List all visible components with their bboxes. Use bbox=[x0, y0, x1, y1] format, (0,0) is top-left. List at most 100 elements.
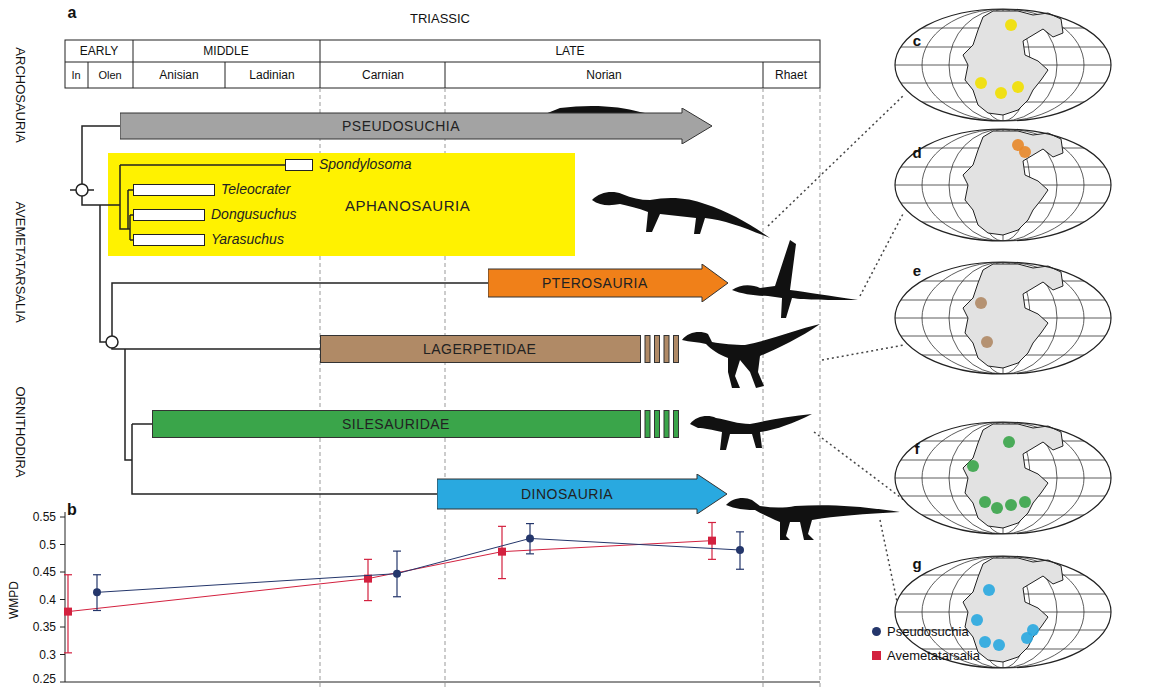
clade-range-bar: SILESAURIDAE bbox=[152, 410, 682, 438]
tick-label: 0.3 bbox=[39, 648, 56, 662]
error-cap bbox=[393, 596, 401, 597]
legend-entry: Pseudosuchia bbox=[872, 624, 969, 639]
uncertain-range bbox=[674, 336, 679, 363]
stage-label: Carnian bbox=[362, 68, 404, 82]
error-cap bbox=[736, 569, 744, 570]
clade-name: ARCHOSAURIA bbox=[13, 47, 28, 142]
clade-label: PTEROSAURIA bbox=[542, 275, 648, 291]
series-line bbox=[68, 541, 712, 612]
locality-dot bbox=[1003, 436, 1015, 448]
tick-label: 0.55 bbox=[33, 510, 56, 524]
data-point bbox=[93, 588, 101, 596]
error-cap bbox=[498, 578, 506, 579]
error-cap bbox=[708, 522, 716, 523]
pangaea bbox=[963, 11, 1063, 115]
data-point bbox=[708, 537, 716, 545]
tick bbox=[60, 572, 65, 573]
pangaea bbox=[963, 131, 1063, 235]
taxon-range: Yarasuchus bbox=[133, 233, 286, 249]
data-point bbox=[64, 608, 72, 616]
error-cap bbox=[64, 574, 72, 575]
clade-label: LAGERPETIDAE bbox=[423, 341, 536, 357]
shape bbox=[108, 165, 285, 240]
error-cap bbox=[93, 574, 101, 575]
data-point bbox=[393, 570, 401, 578]
locality-dot bbox=[971, 614, 983, 626]
locality-dot bbox=[975, 77, 987, 89]
legend-swatch bbox=[872, 651, 881, 660]
clade-box: APHANOSAURIA SpondylosomaTeleocraterDongu… bbox=[108, 153, 575, 256]
taxon-range: Spondylosoma bbox=[285, 158, 414, 174]
globe-outline bbox=[895, 9, 1111, 121]
uncertain-range bbox=[655, 411, 660, 438]
arrow-bar bbox=[120, 108, 712, 144]
branch bbox=[129, 215, 131, 240]
clade-label: PSEUDOSUCHIA bbox=[342, 118, 460, 134]
meridian bbox=[922, 422, 1084, 534]
taxon-range: Teleocrater bbox=[133, 183, 293, 199]
globe-outline bbox=[895, 262, 1111, 374]
tick bbox=[60, 627, 65, 628]
locality-dot bbox=[1027, 624, 1039, 636]
arrow-bar bbox=[437, 474, 727, 514]
uncertain-range bbox=[655, 336, 660, 363]
uncertain-range bbox=[664, 336, 669, 363]
meridian bbox=[922, 9, 1084, 121]
locality-dot bbox=[1019, 496, 1031, 508]
y-axis bbox=[65, 512, 66, 682]
axis-title: WMPD bbox=[7, 581, 21, 619]
panel-letter: e bbox=[913, 262, 921, 279]
stage-label: Rhaet bbox=[775, 68, 807, 82]
paleo-maps bbox=[893, 9, 1113, 668]
legend-text: Avemetatarsalia bbox=[887, 648, 980, 663]
clade-label: SILESAURIDAE bbox=[342, 416, 450, 432]
clade-range-bar: LAGERPETIDAE bbox=[320, 335, 682, 363]
locality-dot bbox=[967, 460, 979, 472]
globe bbox=[893, 262, 1113, 374]
error-cap bbox=[708, 559, 716, 560]
locality-dot bbox=[983, 584, 995, 596]
error-cap bbox=[364, 559, 372, 560]
error-cap bbox=[393, 550, 401, 551]
locality-dot bbox=[1019, 146, 1031, 158]
graticule bbox=[893, 9, 1113, 121]
tick-label: 0.4 bbox=[39, 593, 56, 607]
legend-swatch bbox=[872, 627, 881, 636]
stage-label: In bbox=[71, 69, 80, 81]
tick bbox=[60, 544, 65, 545]
uncertain-range bbox=[674, 411, 679, 438]
period-label: TRIASSIC bbox=[410, 11, 470, 26]
locality-dot bbox=[1005, 499, 1017, 511]
uncertain-range bbox=[645, 336, 650, 363]
epoch-label: LATE bbox=[555, 44, 584, 58]
x-axis bbox=[65, 682, 820, 683]
error-cap bbox=[526, 523, 534, 524]
error-cap bbox=[93, 610, 101, 611]
time-scale bbox=[65, 40, 820, 88]
locality-dot bbox=[993, 639, 1005, 651]
taxon-name: Dongusuchus bbox=[211, 206, 297, 222]
clade-label: APHANOSAURIA bbox=[345, 197, 470, 214]
pangaea bbox=[963, 264, 1063, 368]
epoch-label: MIDDLE bbox=[203, 44, 248, 58]
branch bbox=[127, 190, 129, 229]
uncertain-range bbox=[664, 411, 669, 438]
graticule bbox=[893, 422, 1113, 534]
globe-outline bbox=[895, 422, 1111, 534]
locality-dot bbox=[1005, 19, 1017, 31]
globe bbox=[893, 129, 1113, 241]
locality-dot bbox=[979, 496, 991, 508]
stage-label: Olen bbox=[98, 69, 121, 81]
epoch-label: EARLY bbox=[80, 44, 118, 58]
series-line bbox=[97, 538, 740, 592]
locality-dot bbox=[979, 636, 991, 648]
tick bbox=[60, 599, 65, 600]
locality-dot bbox=[1012, 81, 1024, 93]
panel-letter: a bbox=[68, 4, 77, 22]
error-cap bbox=[498, 526, 506, 527]
taxon-name: Teleocrater bbox=[221, 181, 291, 197]
branch bbox=[108, 204, 120, 206]
globe-outline bbox=[895, 129, 1111, 241]
meridian bbox=[922, 262, 1084, 374]
locality-dot bbox=[995, 87, 1007, 99]
